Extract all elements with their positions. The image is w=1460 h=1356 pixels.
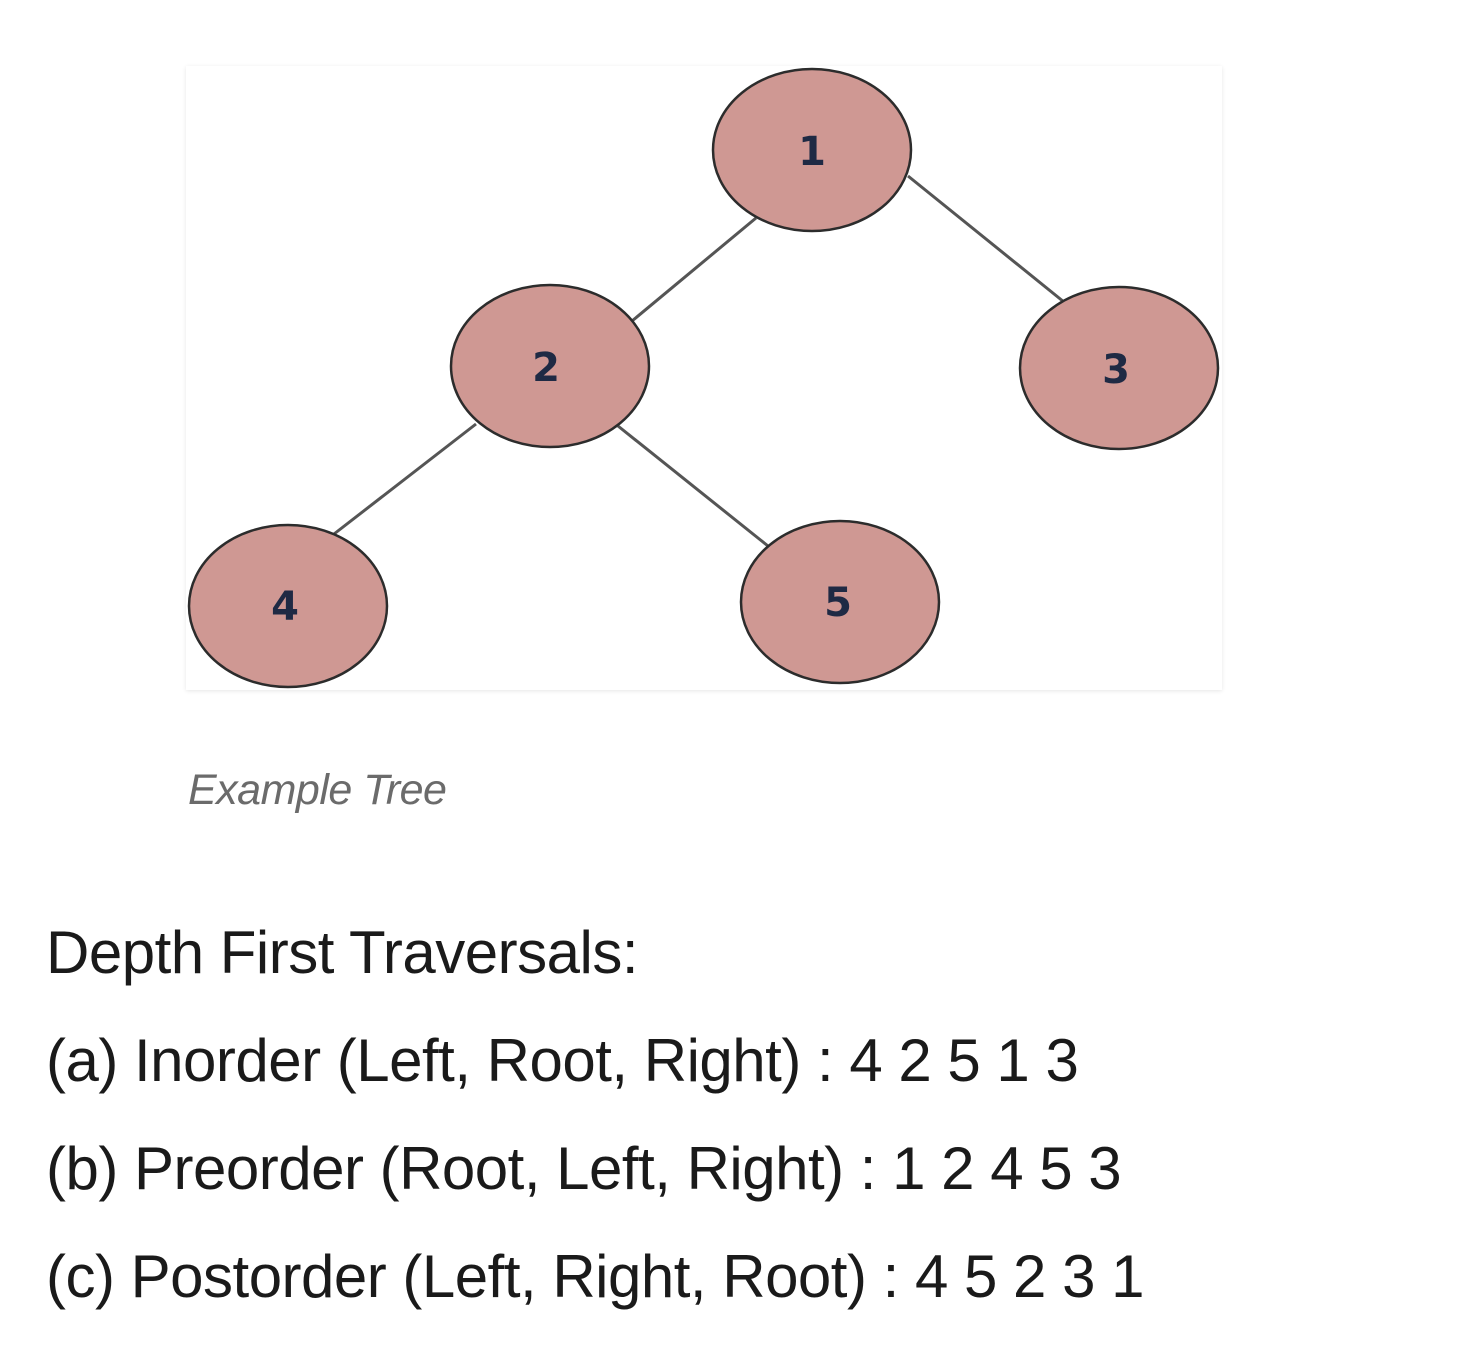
traversals-section: Depth First Traversals: (a) Inorder (Lef… [46, 918, 1145, 1350]
tree-node-4-label: 4 [271, 584, 299, 630]
tree-node-4-shape [187, 523, 389, 689]
tree-node-3-shape [1018, 285, 1220, 451]
tree-nodes: 1 2 3 4 5 [187, 67, 1220, 689]
traversal-preorder: (b) Preorder (Root, Left, Right) : 1 2 4… [46, 1135, 1122, 1202]
tree-node-2-shape [449, 283, 651, 449]
tree-node-5-label: 5 [824, 580, 852, 626]
tree-node-1: 1 [711, 67, 913, 233]
tree-node-3-label: 3 [1102, 347, 1130, 393]
tree-node-5-shape [739, 519, 941, 685]
tree-node-5: 5 [739, 519, 941, 685]
traversal-postorder: (c) Postorder (Left, Right, Root) : 4 5 … [46, 1243, 1145, 1310]
traversals-heading: Depth First Traversals: [46, 919, 639, 986]
tree-node-2: 2 [449, 283, 651, 449]
tree-figure: 1 2 3 4 5 [186, 66, 1222, 690]
tree-node-3: 3 [1018, 285, 1220, 451]
tree-node-1-shape [711, 67, 913, 233]
tree-node-2-label: 2 [532, 345, 560, 391]
tree-edge-2-5 [617, 424, 769, 548]
tree-edges [333, 174, 1065, 548]
tree-node-1-label: 1 [798, 129, 826, 175]
tree-edge-1-2 [631, 216, 757, 323]
tree-diagram: 1 2 3 4 5 [187, 67, 1220, 689]
figure-caption: Example Tree [188, 766, 447, 814]
tree-edge-2-4 [333, 422, 477, 536]
tree-edge-1-3 [907, 174, 1065, 304]
traversal-inorder: (a) Inorder (Left, Root, Right) : 4 2 5 … [46, 1027, 1079, 1094]
tree-node-4: 4 [187, 523, 389, 689]
